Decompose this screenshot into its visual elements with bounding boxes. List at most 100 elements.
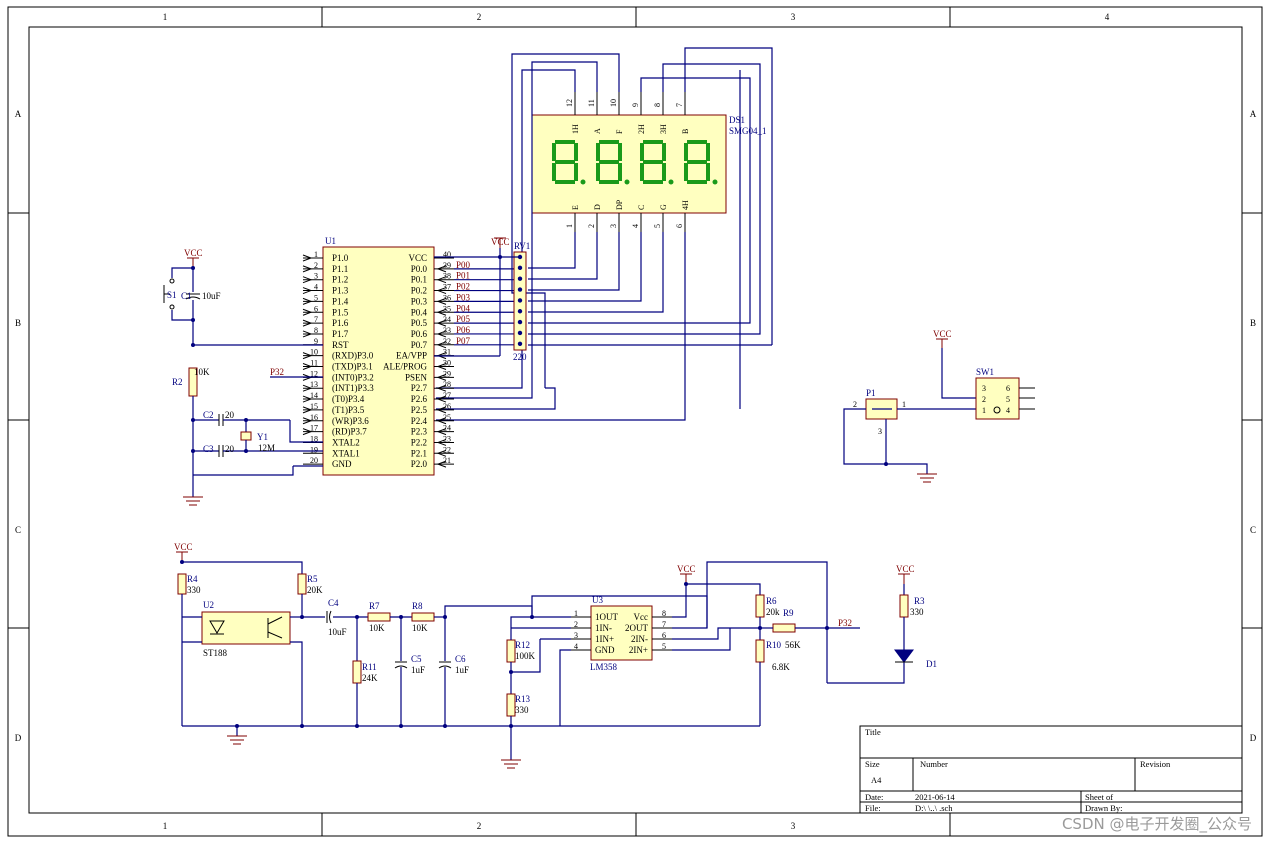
col-label-3-bottom: 3 [791, 821, 796, 831]
u1-pin-name: P0.1 [411, 275, 427, 285]
u3-ref: U3 [592, 595, 603, 605]
u1-p0-net-label: P07 [456, 336, 471, 346]
u2-value: ST188 [203, 648, 228, 658]
u1-pin-name: P2.0 [411, 459, 428, 469]
col-label-3: 3 [791, 12, 796, 22]
c5-value: 1uF [411, 665, 425, 675]
u1-pin-number: 36 [443, 293, 451, 302]
u3-value: LM358 [590, 662, 618, 672]
rv1-terminal [517, 265, 523, 271]
title-block: Title Size A4 Number Revision Date: 2021… [859, 725, 1243, 814]
display-segment [684, 163, 688, 181]
u1-pin-number: 3 [314, 272, 318, 281]
display-dp [712, 179, 718, 185]
u1-pin-name: XTAL1 [332, 448, 360, 458]
u1-pin-number: 30 [443, 359, 451, 368]
pin-arrow-icon [436, 373, 447, 381]
row-label-c-right: C [1250, 525, 1256, 535]
u1-pin-number: 31 [443, 348, 451, 357]
ds1-top-pin-name: 1H [571, 124, 580, 134]
col-label-2: 2 [477, 12, 482, 22]
u1-pin-number: 40 [443, 250, 451, 259]
pin-arrow-icon [436, 428, 447, 436]
pin-arrow-icon [302, 330, 313, 338]
vcc-label-r4: VCC [174, 542, 193, 552]
r8-ref: R8 [412, 601, 423, 611]
sheet-label: Sheet of [1085, 792, 1113, 802]
u1-ref: U1 [325, 236, 336, 246]
u3-pin-number: 3 [574, 631, 578, 640]
d1-ref: D1 [926, 659, 937, 669]
r6-value: 20k [766, 607, 780, 617]
display-segment [599, 160, 619, 164]
u1-pin-number: 8 [314, 326, 318, 335]
display-segment [706, 143, 710, 161]
c2-value: 20 [225, 410, 235, 420]
u1-pin-number: 25 [443, 413, 451, 422]
display-segment [555, 180, 575, 184]
pin-arrow-icon [436, 363, 447, 370]
u1-pin-number: 9 [314, 337, 318, 346]
size-label: Size [865, 759, 880, 769]
display-segment [552, 143, 556, 161]
pin-arrow-icon [302, 363, 313, 370]
row-label-d-right: D [1250, 733, 1257, 743]
rv1-terminal [517, 330, 523, 336]
display-segment [599, 180, 619, 184]
display-segment [596, 163, 600, 181]
display-dp [624, 179, 630, 185]
pin-arrow-icon [436, 438, 447, 446]
u1-pin-name: P1.3 [332, 286, 349, 296]
u1-pin-name: P0.0 [411, 264, 428, 274]
rv1-terminal [517, 298, 523, 303]
u1-pin-number: 26 [443, 402, 451, 411]
u1-p0-net-label: P01 [456, 271, 470, 281]
u1-pin-name: P1.4 [332, 296, 349, 306]
r9-value: 56K [785, 640, 801, 650]
p1-sw1-section: VCC P1 2 1 3 SW1 3 6 2 5 1 4 [843, 329, 1035, 483]
u1-pin-number: 11 [310, 359, 318, 368]
ds1-top-pin-number: 9 [631, 103, 640, 107]
r7-value: 10K [369, 623, 385, 633]
u1-pin-number: 39 [443, 261, 451, 270]
pin-arrow-icon [436, 287, 447, 295]
c3-ref: C3 [203, 444, 214, 454]
rv1-terminal [517, 276, 523, 281]
y1-ref: Y1 [257, 432, 268, 442]
u1-pin-number: 17 [310, 424, 318, 433]
pin-arrow-icon [436, 395, 447, 403]
s1-ref: S1 [167, 290, 177, 300]
sw1-pin-3: 3 [982, 384, 986, 393]
ds1-top-pin-number: 8 [653, 103, 662, 107]
ds1-bottom-pin-name: E [571, 205, 580, 210]
u1-pin-name: P1.0 [332, 253, 349, 263]
rv1-terminal [517, 287, 523, 292]
pin-arrow-icon [302, 384, 313, 392]
u1-pin-number: 24 [443, 424, 451, 433]
r13-value: 330 [515, 705, 529, 715]
ds1-bottom-pin-number: 3 [609, 224, 618, 228]
r2-value: 10K [194, 367, 210, 377]
display-segment [643, 160, 663, 164]
u1-pin-name: (RD)P3.7 [332, 427, 367, 437]
pin-arrow-icon [436, 319, 447, 327]
r5-value: 20K [307, 585, 323, 595]
date-label: Date: [865, 792, 883, 802]
col-label-4: 4 [1105, 12, 1110, 22]
rv1-value: 220 [513, 352, 527, 362]
number-label: Number [920, 759, 948, 769]
u1-pin-number: 5 [314, 293, 318, 302]
r12-value: 100K [515, 651, 536, 661]
display-segment [618, 143, 622, 161]
r11-ref: R11 [362, 662, 377, 672]
display-segment [574, 163, 578, 181]
row-label-a-right: A [1250, 109, 1257, 119]
u3-pin-name: GND [595, 645, 615, 655]
u1-p0-net-label: P05 [456, 314, 471, 324]
y1-value: 12M [258, 443, 275, 453]
pin-arrow-icon [436, 341, 447, 349]
